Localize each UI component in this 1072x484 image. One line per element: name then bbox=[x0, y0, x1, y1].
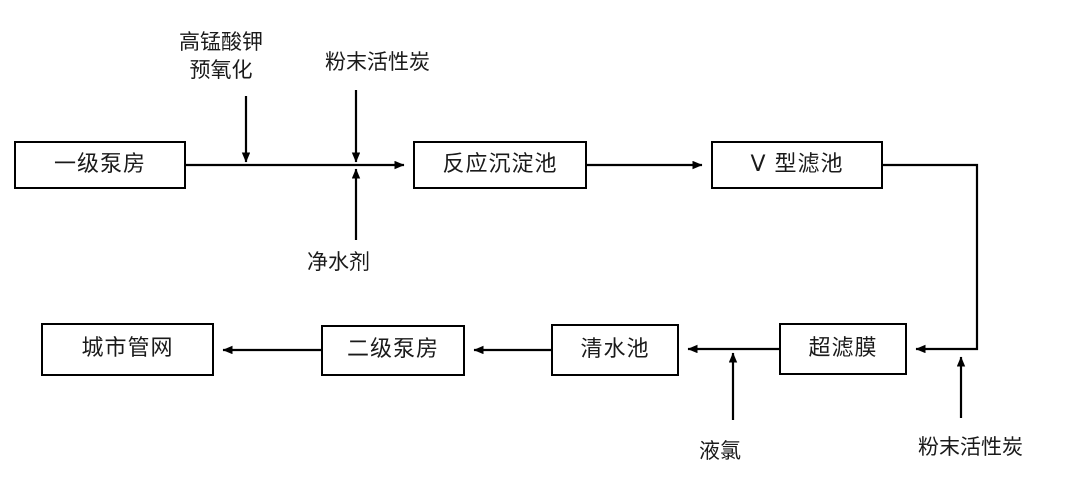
node-label-ultrafiltration-membrane: 超滤膜 bbox=[808, 335, 878, 361]
annotation-powdered-activated-carbon-top: 粉末活性炭 bbox=[325, 50, 430, 74]
node-municipal-network[interactable]: 城市管网 bbox=[41, 323, 214, 376]
connector-vfilter-to-uf bbox=[883, 163, 979, 354]
node-ultrafiltration-membrane[interactable]: 超滤膜 bbox=[779, 323, 907, 375]
node-label-reaction-sedimentation: 反应沉淀池 bbox=[442, 151, 558, 177]
node-reaction-sedimentation[interactable]: 反应沉淀池 bbox=[413, 141, 587, 189]
annotation-potassium-permanganate: 高锰酸钾 预氧化 bbox=[163, 28, 279, 85]
annotation-potassium-permanganate-line1: 高锰酸钾 bbox=[179, 30, 263, 54]
node-label-municipal-network: 城市管网 bbox=[81, 336, 174, 362]
node-label-secondary-pump-house: 二级泵房 bbox=[346, 337, 439, 363]
annotation-water-purifier: 净水剂 bbox=[307, 250, 370, 274]
node-label-primary-pump-house: 一级泵房 bbox=[53, 151, 146, 177]
node-secondary-pump-house[interactable]: 二级泵房 bbox=[321, 325, 465, 376]
node-v-type-filter[interactable]: V 型滤池 bbox=[711, 141, 883, 189]
node-label-clear-water-tank: 清水池 bbox=[580, 336, 650, 362]
annotation-potassium-permanganate-line2: 预氧化 bbox=[189, 58, 253, 83]
annotation-powdered-activated-carbon-bottom: 粉末活性炭 bbox=[918, 435, 1023, 459]
annotation-liquid-chlorine: 液氯 bbox=[699, 439, 741, 463]
node-label-v-type-filter: V 型滤池 bbox=[750, 151, 844, 177]
node-primary-pump-house[interactable]: 一级泵房 bbox=[14, 141, 186, 189]
node-clear-water-tank[interactable]: 清水池 bbox=[551, 324, 679, 376]
